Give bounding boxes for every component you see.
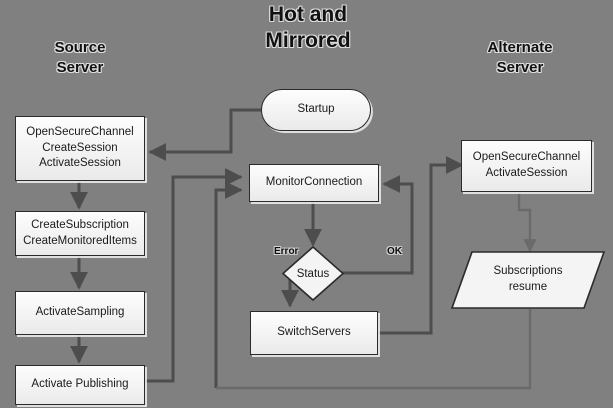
node-subscriptions-resume[interactable]: Subscriptions resume: [450, 250, 606, 310]
node-alternate-open-secure-channel-label: OpenSecureChannel ActivateSession: [472, 151, 581, 179]
edge-label-error: Error: [274, 246, 299, 257]
page-title: Hot and Mirrored: [265, 3, 351, 52]
node-source-open-secure-channel-label: OpenSecureChannel CreateSession Activate…: [26, 126, 134, 170]
node-switch-servers[interactable]: SwitchServers: [250, 311, 378, 355]
node-monitor-connection[interactable]: MonitorConnection: [249, 164, 379, 202]
node-create-subscription-label: CreateSubscription CreateMonitoredItems: [23, 218, 137, 247]
heading-alternate-server: Alternate Server: [487, 39, 553, 76]
edge-switch-servers-to-alternate-session: [378, 156, 464, 335]
node-source-open-secure-channel[interactable]: OpenSecureChannel CreateSession Activate…: [15, 116, 145, 181]
node-startup-label: Startup: [297, 103, 335, 116]
node-subscriptions-resume-label: Subscriptions resume: [493, 265, 563, 293]
node-create-subscription[interactable]: CreateSubscription CreateMonitoredItems: [15, 211, 145, 256]
edge-status-ok-to-monitor-connection: [341, 175, 414, 275]
node-activate-sampling-label: ActivateSampling: [35, 306, 125, 319]
heading-source-server: Source Server: [54, 39, 106, 76]
node-status[interactable]: Status: [281, 245, 345, 302]
node-status-label: Status: [296, 267, 330, 280]
edge-activate-publishing-to-monitor-connection: [144, 168, 243, 383]
node-activate-publishing-label: Activate Publishing: [31, 378, 129, 391]
node-monitor-connection-label: MonitorConnection: [265, 176, 363, 189]
edge-alternate-session-to-subscriptions-resume: [517, 192, 537, 253]
node-alternate-open-secure-channel[interactable]: OpenSecureChannel ActivateSession: [461, 140, 592, 192]
node-switch-servers-label: SwitchServers: [277, 326, 351, 339]
node-activate-sampling[interactable]: ActivateSampling: [15, 291, 145, 335]
edge-subscriptions-resume-return: [216, 309, 532, 390]
edge-startup-to-source-session: [148, 108, 261, 161]
edge-label-ok: OK: [387, 246, 402, 257]
edge-return-loop-to-monitor-connection: [214, 181, 243, 388]
node-activate-publishing[interactable]: Activate Publishing: [15, 365, 145, 405]
node-startup[interactable]: Startup: [261, 89, 371, 131]
